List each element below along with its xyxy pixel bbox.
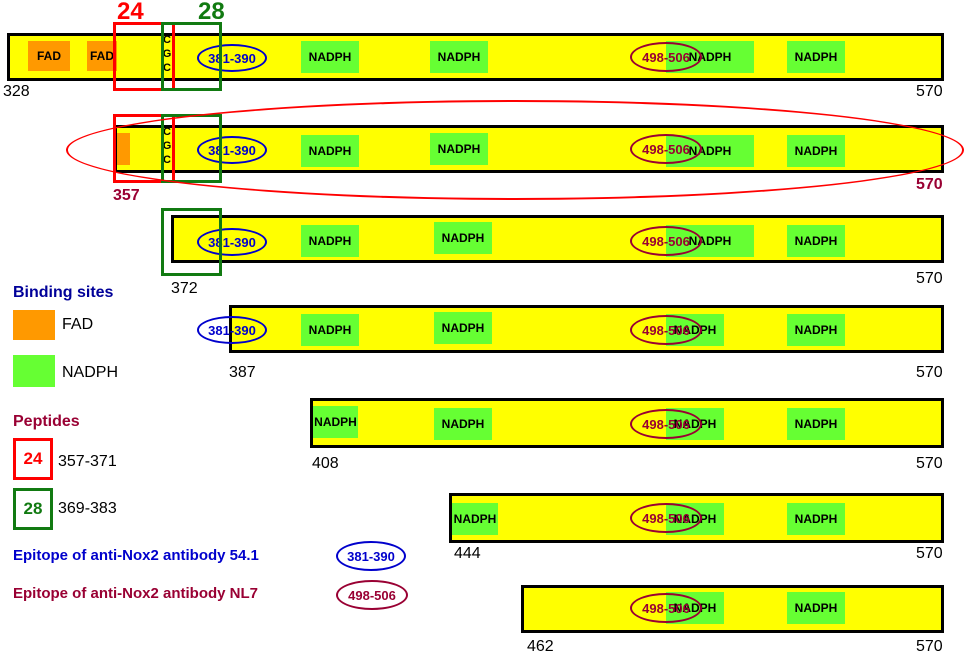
row-end: 570 [916, 270, 943, 287]
nadph-site: NADPH [787, 592, 845, 624]
peptide-28-box [161, 22, 222, 91]
row-end: 570 [916, 545, 943, 562]
row-end: 570 [916, 638, 943, 655]
nadph-site: NADPH [787, 41, 845, 73]
nadph-site: NADPH [434, 312, 492, 344]
legend-nadph-swatch [13, 355, 55, 387]
nadph-site: NADPH [787, 225, 845, 257]
peptide-28-header: 28 [198, 0, 225, 25]
binding-sites-title: Binding sites [13, 284, 114, 301]
epitope-54-1-label: Epitope of anti-Nox2 antibody 54.1 [13, 547, 259, 564]
cgc-letter: G [162, 48, 172, 60]
bar-row-7 [521, 585, 944, 633]
epitope-498-506: 498-506 [630, 226, 702, 256]
peptide-28-box [161, 208, 222, 276]
highlight-oval [66, 100, 964, 200]
row-start: 444 [454, 545, 481, 562]
bar-row-5 [310, 398, 944, 448]
nadph-site: NADPH [434, 408, 492, 440]
row-start: 328 [3, 83, 30, 100]
legend-peptide-24-box: 24 [13, 438, 53, 480]
row-end: 570 [916, 455, 943, 472]
nadph-site: NADPH [301, 225, 359, 257]
legend-fad-swatch [13, 310, 55, 340]
cgc-motif: C G C [162, 33, 172, 75]
legend-epitope-498-506: 498-506 [336, 580, 408, 610]
epitope-498-506: 498-506 [630, 593, 702, 623]
peptide-24-box [113, 22, 175, 91]
epitope-498-506: 498-506 [630, 42, 702, 72]
peptides-title: Peptides [13, 413, 80, 430]
cgc-letter: C [163, 34, 171, 46]
epitope-498-506: 498-506 [630, 503, 702, 533]
row-end: 570 [916, 83, 943, 100]
cgc-letter: C [163, 62, 171, 74]
row-start: 357 [113, 187, 140, 204]
row-start: 372 [171, 280, 198, 297]
nadph-site: NADPH [434, 222, 492, 254]
nadph-site: NADPH [452, 503, 498, 535]
nadph-site: NADPH [313, 406, 358, 438]
nadph-site: NADPH [430, 41, 488, 73]
legend-peptide-24-num: 24 [23, 449, 43, 468]
row-end: 570 [916, 364, 943, 381]
legend-peptide-28-box: 28 [13, 488, 53, 530]
legend-nadph-label: NADPH [62, 364, 119, 381]
row-start: 462 [527, 638, 554, 655]
epitope-498-506: 498-506 [630, 409, 702, 439]
legend-peptide-28-range: 369-383 [58, 500, 117, 517]
nadph-site: NADPH [787, 503, 845, 535]
fad-site: FAD [87, 41, 117, 71]
epitope-498-506: 498-506 [630, 315, 702, 345]
legend-peptide-28-num: 28 [23, 499, 43, 518]
row-start: 408 [312, 455, 339, 472]
row-start: 387 [229, 364, 256, 381]
nadph-site: NADPH [787, 408, 845, 440]
nadph-site: NADPH [301, 41, 359, 73]
peptide-24-header: 24 [117, 0, 144, 25]
nadph-site: NADPH [787, 314, 845, 346]
legend-fad-label: FAD [62, 316, 94, 333]
epitope-381-390: 381-390 [197, 316, 267, 344]
epitope-nl7-label: Epitope of anti-Nox2 antibody NL7 [13, 585, 259, 602]
legend-epitope-381-390: 381-390 [336, 541, 406, 571]
nadph-site: NADPH [301, 314, 359, 346]
row-end: 570 [916, 176, 943, 193]
legend-peptide-24-range: 357-371 [58, 453, 117, 470]
fad-site: FAD [28, 41, 70, 71]
